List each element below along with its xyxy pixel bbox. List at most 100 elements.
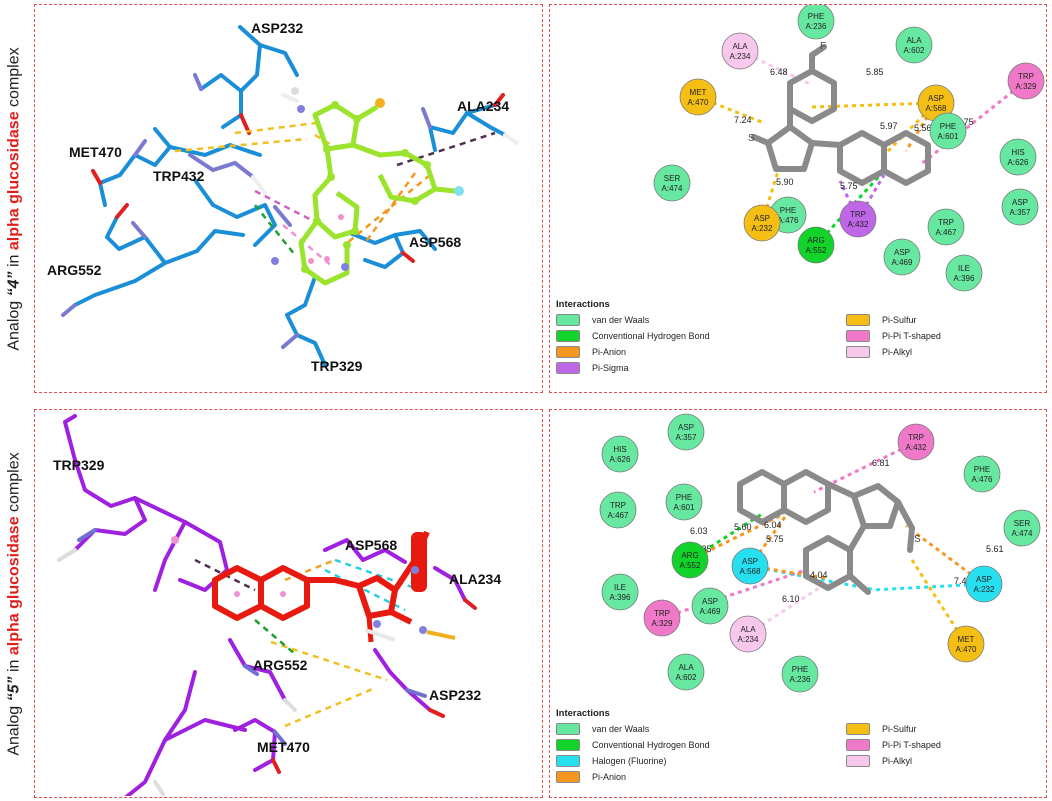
svg-text:ALA: ALA: [906, 36, 922, 45]
distance-label: 6.75: [956, 117, 974, 127]
legend-label: Pi-Sulfur: [882, 315, 917, 325]
residue-label: ASP568: [345, 537, 397, 553]
legend-item: Halogen (Fluorine): [556, 755, 846, 767]
residue-label: MET470: [257, 739, 310, 755]
svg-text:ASP: ASP: [1012, 198, 1028, 207]
svg-text:ARG: ARG: [807, 236, 824, 245]
legend-item: Pi-Anion: [556, 771, 846, 783]
legend-swatch: [556, 739, 580, 751]
legend-item: Conventional Hydrogen Bond: [556, 739, 846, 751]
svg-text:PHE: PHE: [808, 12, 824, 21]
svg-text:A:474: A:474: [1012, 529, 1033, 538]
svg-text:HIS: HIS: [1011, 148, 1024, 157]
distance-label: 4.04: [810, 570, 828, 580]
svg-text:ASP: ASP: [928, 94, 944, 103]
svg-text:TRP: TRP: [908, 433, 924, 442]
svg-text:ARG: ARG: [681, 551, 698, 560]
residue-label: TRP329: [53, 457, 105, 473]
svg-text:A:568: A:568: [926, 104, 947, 113]
legend-swatch: [846, 346, 870, 358]
legend-item: Pi-Sulfur: [846, 314, 1026, 326]
legend-swatch: [556, 723, 580, 735]
residue-label: ASP232: [429, 687, 481, 703]
legend-swatch: [846, 330, 870, 342]
distance-label: 6.48: [770, 67, 788, 77]
svg-text:A:552: A:552: [806, 246, 827, 255]
legend-swatch: [556, 771, 580, 783]
svg-text:PHE: PHE: [780, 206, 796, 215]
svg-text:PHE: PHE: [974, 465, 990, 474]
distance-label: 5.75: [840, 181, 858, 191]
svg-text:ASP: ASP: [754, 214, 770, 223]
svg-text:A:236: A:236: [790, 675, 811, 684]
svg-text:A:626: A:626: [610, 455, 631, 464]
legend-label: Pi-Alkyl: [882, 347, 913, 357]
distance-label: 5.85: [866, 67, 884, 77]
svg-text:TRP: TRP: [938, 218, 954, 227]
legend-label: Conventional Hydrogen Bond: [592, 740, 710, 750]
legend-label: Pi-Anion: [592, 772, 627, 782]
svg-text:A:474: A:474: [662, 184, 683, 193]
legend-swatch: [556, 346, 580, 358]
svg-text:SER: SER: [664, 174, 681, 183]
svg-text:TRP: TRP: [1018, 72, 1034, 81]
residue-label: ARG552: [47, 262, 102, 278]
svg-text:PHE: PHE: [676, 493, 692, 502]
residue-label: ARG552: [253, 657, 308, 673]
panel-3d-analog-5: TRP329 ASP568 ALA234 ARG552 ASP232 MET47…: [34, 409, 543, 798]
panel-2d-analog-5: S 6.816.035.606.046.855.754.046.105.617.…: [549, 409, 1047, 798]
distance-label: 5.90: [776, 177, 794, 187]
svg-text:S: S: [914, 534, 921, 545]
residue-label: ASP232: [251, 20, 303, 36]
legend-label: Pi-Sigma: [592, 363, 629, 373]
svg-text:S: S: [748, 133, 755, 144]
svg-text:MET: MET: [958, 635, 975, 644]
svg-text:A:626: A:626: [1008, 158, 1029, 167]
molecule-3d-analog-5: TRP329 ASP568 ALA234 ARG552 ASP232 MET47…: [53, 414, 501, 796]
svg-text:A:470: A:470: [688, 98, 709, 107]
distance-label: 6.81: [872, 458, 890, 468]
residue-label: ASP568: [409, 234, 461, 250]
svg-text:HIS: HIS: [613, 445, 626, 454]
svg-text:A:467: A:467: [936, 228, 957, 237]
interaction-line: [811, 101, 937, 109]
svg-text:TRP: TRP: [610, 501, 626, 510]
residue-label: TRP432: [153, 168, 205, 184]
svg-text:A:469: A:469: [892, 258, 913, 267]
svg-text:TRP: TRP: [850, 210, 866, 219]
svg-text:PHE: PHE: [792, 665, 808, 674]
residue-label: ALA234: [457, 98, 509, 114]
svg-text:A:476: A:476: [778, 216, 799, 225]
svg-text:A:232: A:232: [974, 585, 995, 594]
svg-text:A:232: A:232: [752, 224, 773, 233]
interaction-line: [747, 584, 823, 636]
interaction-diagram-analog-4: F S 6.485.857.245.975.566.755.905.754.84…: [653, 5, 1045, 292]
legend-swatch: [846, 723, 870, 735]
svg-text:PHE: PHE: [940, 122, 956, 131]
panel-3d-analog-4: ASP232 ALA234 MET470 TRP432 ASP568 ARG55…: [34, 4, 543, 393]
svg-text:ASP: ASP: [894, 248, 910, 257]
legend-label: Pi-Pi T-shaped: [882, 331, 941, 341]
legend-label: Pi-Alkyl: [882, 756, 913, 766]
svg-text:A:476: A:476: [972, 475, 993, 484]
svg-text:ALA: ALA: [740, 625, 756, 634]
legend-item: Conventional Hydrogen Bond: [556, 330, 846, 342]
legend-swatch: [556, 362, 580, 374]
distance-label: 6.10: [782, 594, 800, 604]
